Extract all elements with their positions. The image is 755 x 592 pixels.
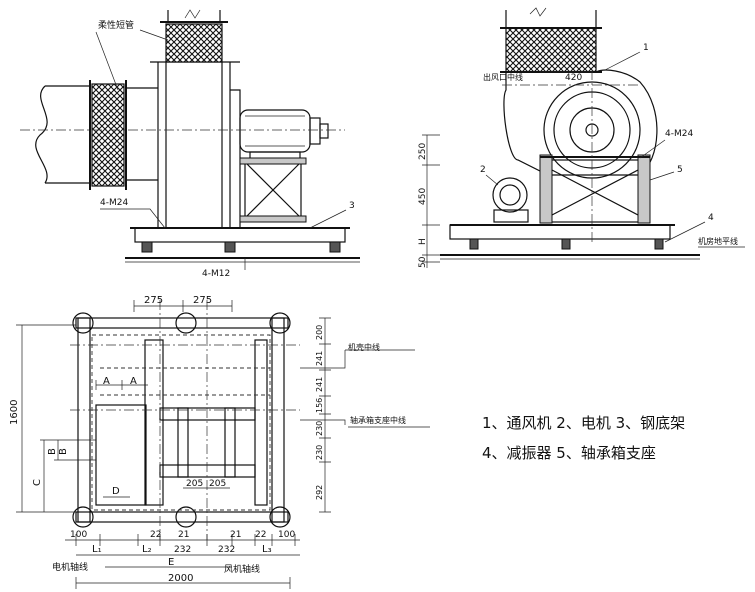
bearing-center-label: 轴承箱支座中线 <box>350 415 406 425</box>
part-1-label: 1 <box>643 43 649 53</box>
bottom-2000: 2000 <box>168 573 193 584</box>
isolator-br <box>269 506 291 528</box>
bolt-m12-label: 4-M12 <box>202 269 230 279</box>
dim-450: 450 <box>418 188 428 205</box>
outlet-flex <box>505 27 597 73</box>
bearing-support-front <box>544 159 646 223</box>
plan-label-B1: B <box>47 448 58 455</box>
bolt-m24-label: 4-M24 <box>100 198 128 208</box>
bottom-22-left: 22 <box>150 530 161 540</box>
bottom-22-right: 22 <box>255 530 266 540</box>
plan-right-230a: 230 <box>315 421 324 436</box>
motor-front <box>492 177 528 213</box>
fan-axis-label: 风机轴线 <box>224 563 260 575</box>
plan-label-D: D <box>112 486 120 497</box>
plan-right-156: 156 <box>315 398 324 413</box>
plan-label-B2: B <box>58 448 69 455</box>
part-4-label: 4 <box>708 213 714 223</box>
dim-H: H <box>418 238 428 245</box>
flexible-duct-vertical <box>165 23 223 63</box>
outlet-center-label: 出风口中线 <box>483 72 523 82</box>
part-5-label: 5 <box>677 165 683 175</box>
legend-line-1: 1、通风机 2、电机 3、钢底架 <box>482 414 686 432</box>
bottom-21-right: 21 <box>230 530 241 540</box>
bottom-100-left: 100 <box>70 530 87 540</box>
bottom-L1: L₁ <box>92 544 102 555</box>
front-bolt-label: 4-M24 <box>665 129 693 139</box>
plan-label-C: C <box>32 479 43 486</box>
isolator-bl <box>72 506 94 528</box>
front-view: 250 450 H 50 1 出风口中线 420 4-M24 5 2 4 机房地… <box>418 7 745 268</box>
dim-420: 420 <box>565 73 582 83</box>
bottom-21-left: 21 <box>178 530 189 540</box>
isolator-tr <box>269 312 291 334</box>
plan-right-200: 200 <box>315 325 324 340</box>
plan-205-b: 205 <box>209 479 226 489</box>
steel-base-front <box>449 224 671 240</box>
floor-line-label: 机房地平线 <box>698 236 738 246</box>
fan-scroll <box>503 69 658 176</box>
bottom-232-a: 232 <box>174 545 191 555</box>
side-view: 柔性短管 4-M24 3 4-M12 <box>20 9 360 279</box>
isolator-tm <box>175 312 197 334</box>
legend-line-2: 4、减振器 5、轴承箱支座 <box>482 444 656 462</box>
plan-right-241b: 241 <box>315 377 324 392</box>
motor-axis-label: 电机轴线 <box>52 561 88 573</box>
bottom-E: E <box>168 557 174 568</box>
bottom-232-b: 232 <box>218 545 235 555</box>
dim-50: 50 <box>418 256 428 268</box>
part-3-label: 3 <box>349 201 355 211</box>
plan-left-1600: 1600 <box>9 400 20 425</box>
plan-label-A1: A <box>103 376 110 387</box>
isolator-tl <box>72 312 94 334</box>
plan-205-a: 205 <box>186 479 203 489</box>
steel-base-side <box>134 227 346 243</box>
plan-top-275-b: 275 <box>193 295 212 306</box>
flex-duct-label: 柔性短管 <box>98 19 134 31</box>
plan-right-241a: 241 <box>315 351 324 366</box>
plan-label-A2: A <box>130 376 137 387</box>
bottom-100-right: 100 <box>278 530 295 540</box>
housing-center-label: 机壳中线 <box>348 342 380 352</box>
isolator-bm <box>175 506 197 528</box>
bottom-L2: L₂ <box>142 544 152 555</box>
plan-view: 275 275 1600 C B B A A D 205 205 200 241… <box>9 295 430 589</box>
flexible-duct-horizontal <box>91 83 125 187</box>
dim-250: 250 <box>418 143 428 160</box>
part-2-label: 2 <box>480 165 486 175</box>
plan-right-292: 292 <box>315 485 324 500</box>
plan-top-275-a: 275 <box>144 295 163 306</box>
plan-right-230b: 230 <box>315 445 324 460</box>
bottom-L3: L₃ <box>262 544 272 555</box>
